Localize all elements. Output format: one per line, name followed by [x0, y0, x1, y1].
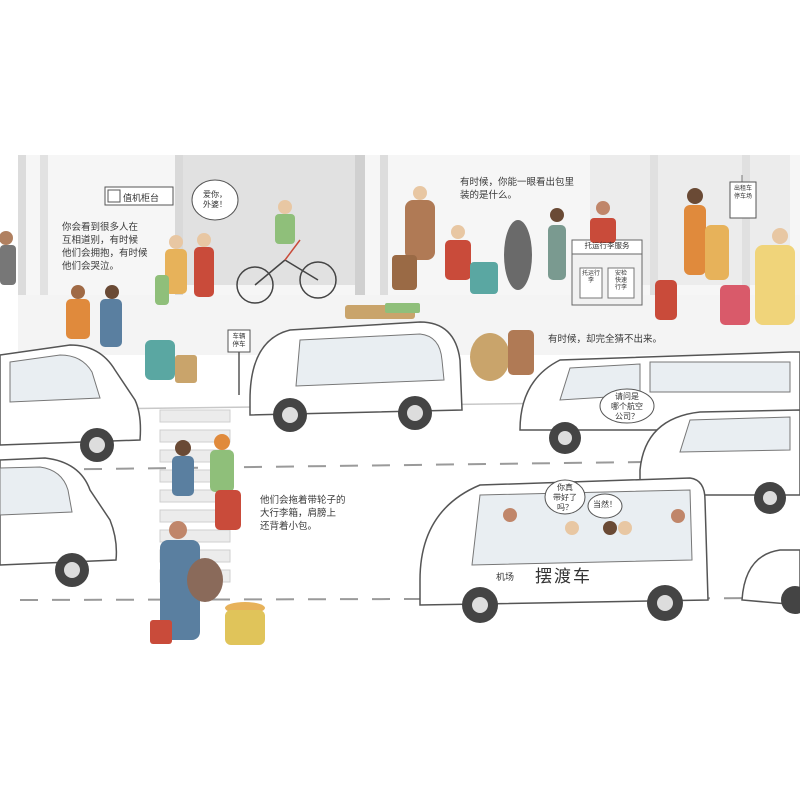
- sign-baggage-desk: 托运行李: [581, 270, 600, 284]
- caption-goodbye: 你会看到很多人在 互相道别，有时候 他们会拥抱，有时候 他们会哭泣。: [62, 222, 148, 272]
- caption-luggage-guess: 有时候，你能一眼看出包里 装的是什么。: [460, 177, 575, 201]
- car-center: [249, 303, 463, 432]
- sign-right-hanging: 出租车 停车场: [733, 185, 752, 200]
- checkin-sign: [104, 186, 174, 206]
- car-left-top: [0, 344, 142, 462]
- people-group-left: [0, 231, 214, 383]
- people-group-right: [655, 188, 795, 325]
- caption-cant-guess: 有时候，却完全猜不出来。: [548, 334, 663, 345]
- caption-rolling-bags: 他们会拖着带轮子的 大行李箱，肩膀上 还背着小包。: [260, 495, 346, 532]
- speech-bubbles: [191, 179, 655, 519]
- bubble-which-airline: 请问是 哪个航空 公司？: [611, 392, 643, 421]
- people-group-middle: [392, 186, 616, 381]
- shuttle-label-big: 摆渡车: [535, 567, 592, 587]
- top-margin: [0, 0, 800, 155]
- sign-security: 安检 快速 行李: [614, 270, 627, 291]
- car-edge-right: [741, 549, 800, 614]
- baggage-counter: [571, 239, 643, 306]
- terminal-backdrop: [18, 155, 800, 305]
- crossing-pedestrians: [150, 434, 265, 645]
- bubble-love-grandma: 爱你， 外婆！: [203, 190, 227, 209]
- curb-sign: [227, 329, 251, 395]
- sign-checkin-counter: 值机柜台: [123, 194, 160, 204]
- bubble-of-course: 当然！: [593, 500, 617, 509]
- shuttle-van: [419, 477, 709, 623]
- car-left-bottom: [0, 457, 118, 587]
- cyclist: [236, 200, 337, 304]
- car-right: [639, 409, 800, 514]
- bubble-bring-snacks: 你真 带好了 吗？: [553, 483, 577, 512]
- shuttle-label-small: 机场: [496, 573, 515, 583]
- bottom-margin: [0, 645, 800, 800]
- sign-car-stop: 车辆 停车: [232, 332, 246, 348]
- right-hanging-sign: [729, 175, 757, 219]
- sign-baggage-service: 托运行李服务: [584, 241, 630, 250]
